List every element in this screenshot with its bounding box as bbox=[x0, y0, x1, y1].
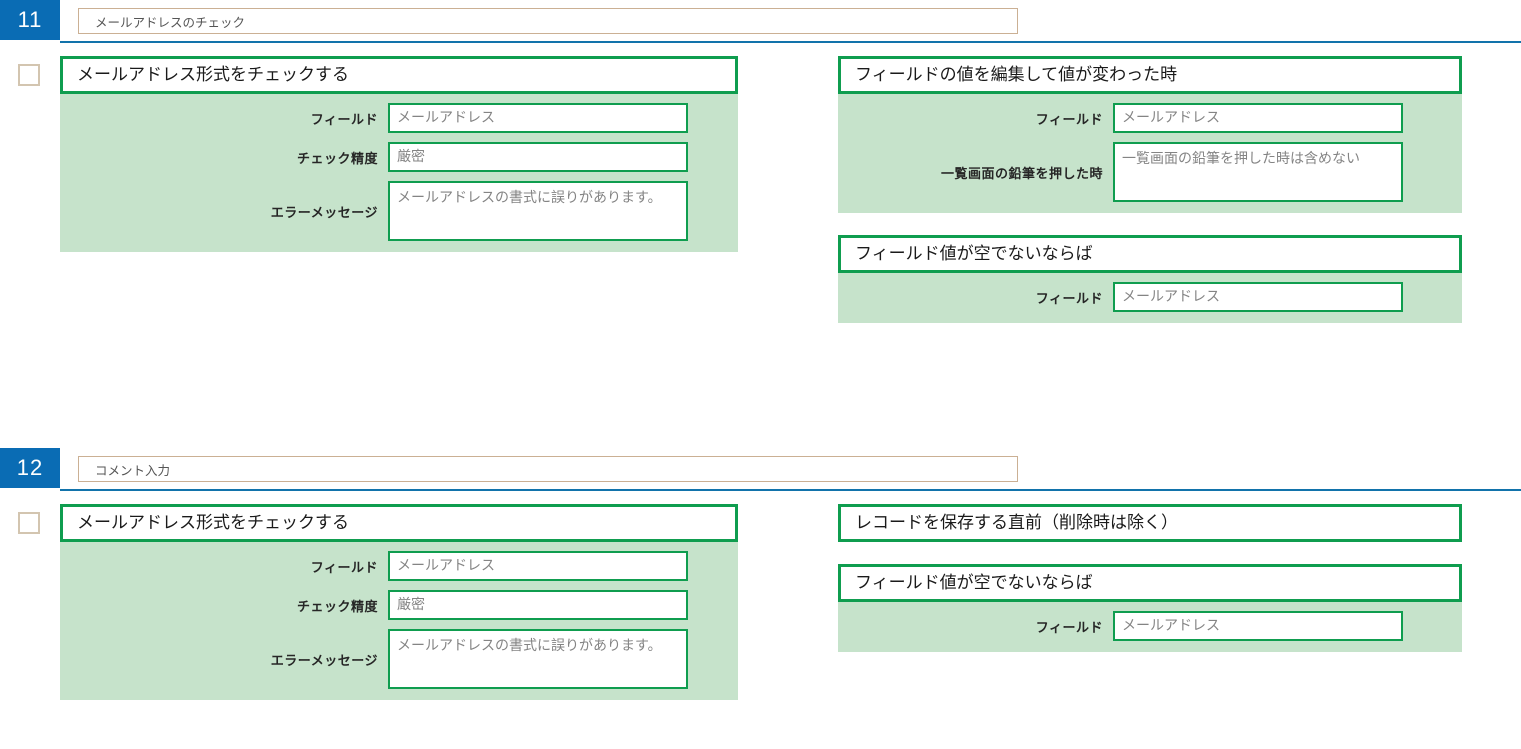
section-number-badge: 12 bbox=[0, 448, 60, 488]
card-spacer bbox=[838, 213, 1462, 235]
section-title-input[interactable]: メールアドレスのチェック bbox=[78, 8, 1018, 34]
condition-card: フィールド値が空でないならば フィールド メールアドレス bbox=[838, 235, 1462, 323]
card-body: フィールド メールアドレス bbox=[838, 602, 1462, 652]
field-row-label: フィールド bbox=[310, 559, 378, 575]
card-header-label: メールアドレス形式をチェックする bbox=[77, 64, 349, 84]
field-row-value[interactable]: メールアドレス bbox=[1113, 103, 1403, 133]
field-row-value[interactable]: メールアドレスの書式に誤りがあります。 bbox=[388, 629, 688, 689]
section-header: 12 コメント入力 bbox=[0, 448, 1521, 491]
checkbox-unchecked-icon[interactable] bbox=[18, 512, 40, 534]
action-card: メールアドレス形式をチェックする フィールド メールアドレス チェック精度 厳密… bbox=[60, 56, 738, 252]
card-body: フィールド メールアドレス 一覧画面の鉛筆を押した時 一覧画面の鉛筆を押した時は… bbox=[838, 94, 1462, 213]
card-header-label: メールアドレス形式をチェックする bbox=[77, 512, 349, 532]
section-title-input[interactable]: コメント入力 bbox=[78, 456, 1018, 482]
field-row-value[interactable]: メールアドレス bbox=[388, 103, 688, 133]
card-header-label: フィールド値が空でないならば bbox=[855, 243, 1093, 263]
field-row: エラーメッセージ メールアドレスの書式に誤りがあります。 bbox=[63, 181, 735, 241]
card-header-label: レコードを保存する直前（削除時は除く） bbox=[855, 512, 1178, 532]
checkbox-unchecked-icon[interactable] bbox=[18, 64, 40, 86]
field-row: エラーメッセージ メールアドレスの書式に誤りがあります。 bbox=[63, 629, 735, 689]
field-row-value[interactable]: メールアドレス bbox=[1113, 282, 1403, 312]
section-body: メールアドレス形式をチェックする フィールド メールアドレス チェック精度 厳密… bbox=[0, 490, 1521, 749]
action-column: メールアドレス形式をチェックする フィールド メールアドレス チェック精度 厳密… bbox=[60, 56, 738, 252]
card-header[interactable]: メールアドレス形式をチェックする bbox=[60, 504, 738, 542]
card-header[interactable]: レコードを保存する直前（削除時は除く） bbox=[838, 504, 1462, 542]
field-row: フィールド メールアドレス bbox=[841, 611, 1459, 641]
field-row: フィールド メールアドレス bbox=[841, 282, 1459, 312]
field-row-label: チェック精度 bbox=[296, 598, 378, 614]
card-spacer bbox=[838, 542, 1462, 564]
card-header-label: フィールド値が空でないならば bbox=[855, 572, 1093, 592]
section-body: メールアドレス形式をチェックする フィールド メールアドレス チェック精度 厳密… bbox=[0, 42, 1521, 427]
field-row-label: エラーメッセージ bbox=[270, 652, 378, 668]
field-row-value[interactable]: メールアドレス bbox=[1113, 611, 1403, 641]
condition-card: フィールド値が空でないならば フィールド メールアドレス bbox=[838, 564, 1462, 652]
section-header: 11 メールアドレスのチェック bbox=[0, 0, 1521, 43]
card-header[interactable]: フィールド値が空でないならば bbox=[838, 564, 1462, 602]
field-row: 一覧画面の鉛筆を押した時 一覧画面の鉛筆を押した時は含めない bbox=[841, 142, 1459, 202]
card-header[interactable]: メールアドレス形式をチェックする bbox=[60, 56, 738, 94]
section-12: 12 コメント入力 メールアドレス形式をチェックする フィールド メールアドレス bbox=[0, 448, 1521, 749]
section-11: 11 メールアドレスのチェック メールアドレス形式をチェックする フィールド メ… bbox=[0, 0, 1521, 427]
field-row-value[interactable]: 一覧画面の鉛筆を押した時は含めない bbox=[1113, 142, 1403, 202]
field-row-label: チェック精度 bbox=[296, 150, 378, 166]
field-row-value[interactable]: 厳密 bbox=[388, 590, 688, 620]
field-row-label: エラーメッセージ bbox=[270, 204, 378, 220]
card-body: フィールド メールアドレス チェック精度 厳密 エラーメッセージ メールアドレス… bbox=[60, 94, 738, 252]
field-row-label: フィールド bbox=[1035, 111, 1103, 127]
card-body: フィールド メールアドレス チェック精度 厳密 エラーメッセージ メールアドレス… bbox=[60, 542, 738, 700]
action-column: メールアドレス形式をチェックする フィールド メールアドレス チェック精度 厳密… bbox=[60, 504, 738, 700]
field-row-label: フィールド bbox=[1035, 619, 1103, 635]
trigger-card: レコードを保存する直前（削除時は除く） bbox=[838, 504, 1462, 542]
card-header-label: フィールドの値を編集して値が変わった時 bbox=[855, 64, 1178, 84]
field-row-value[interactable]: メールアドレス bbox=[388, 551, 688, 581]
field-row: フィールド メールアドレス bbox=[841, 103, 1459, 133]
field-row: チェック精度 厳密 bbox=[63, 590, 735, 620]
field-row-label: 一覧画面の鉛筆を押した時 bbox=[940, 165, 1103, 181]
section-title-text: コメント入力 bbox=[95, 463, 171, 478]
condition-column: レコードを保存する直前（削除時は除く） フィールド値が空でないならば フィールド… bbox=[838, 504, 1462, 652]
field-row: フィールド メールアドレス bbox=[63, 103, 735, 133]
field-row-label: フィールド bbox=[310, 111, 378, 127]
card-body: フィールド メールアドレス bbox=[838, 273, 1462, 323]
section-divider bbox=[60, 41, 1521, 43]
condition-column: フィールドの値を編集して値が変わった時 フィールド メールアドレス 一覧画面の鉛… bbox=[838, 56, 1462, 323]
section-title-text: メールアドレスのチェック bbox=[95, 15, 246, 30]
section-number-badge: 11 bbox=[0, 0, 60, 40]
action-card: メールアドレス形式をチェックする フィールド メールアドレス チェック精度 厳密… bbox=[60, 504, 738, 700]
field-row: チェック精度 厳密 bbox=[63, 142, 735, 172]
field-row-value[interactable]: メールアドレスの書式に誤りがあります。 bbox=[388, 181, 688, 241]
card-header[interactable]: フィールド値が空でないならば bbox=[838, 235, 1462, 273]
section-divider bbox=[60, 489, 1521, 491]
field-row: フィールド メールアドレス bbox=[63, 551, 735, 581]
field-row-label: フィールド bbox=[1035, 290, 1103, 306]
card-header[interactable]: フィールドの値を編集して値が変わった時 bbox=[838, 56, 1462, 94]
field-row-value[interactable]: 厳密 bbox=[388, 142, 688, 172]
trigger-card: フィールドの値を編集して値が変わった時 フィールド メールアドレス 一覧画面の鉛… bbox=[838, 56, 1462, 213]
